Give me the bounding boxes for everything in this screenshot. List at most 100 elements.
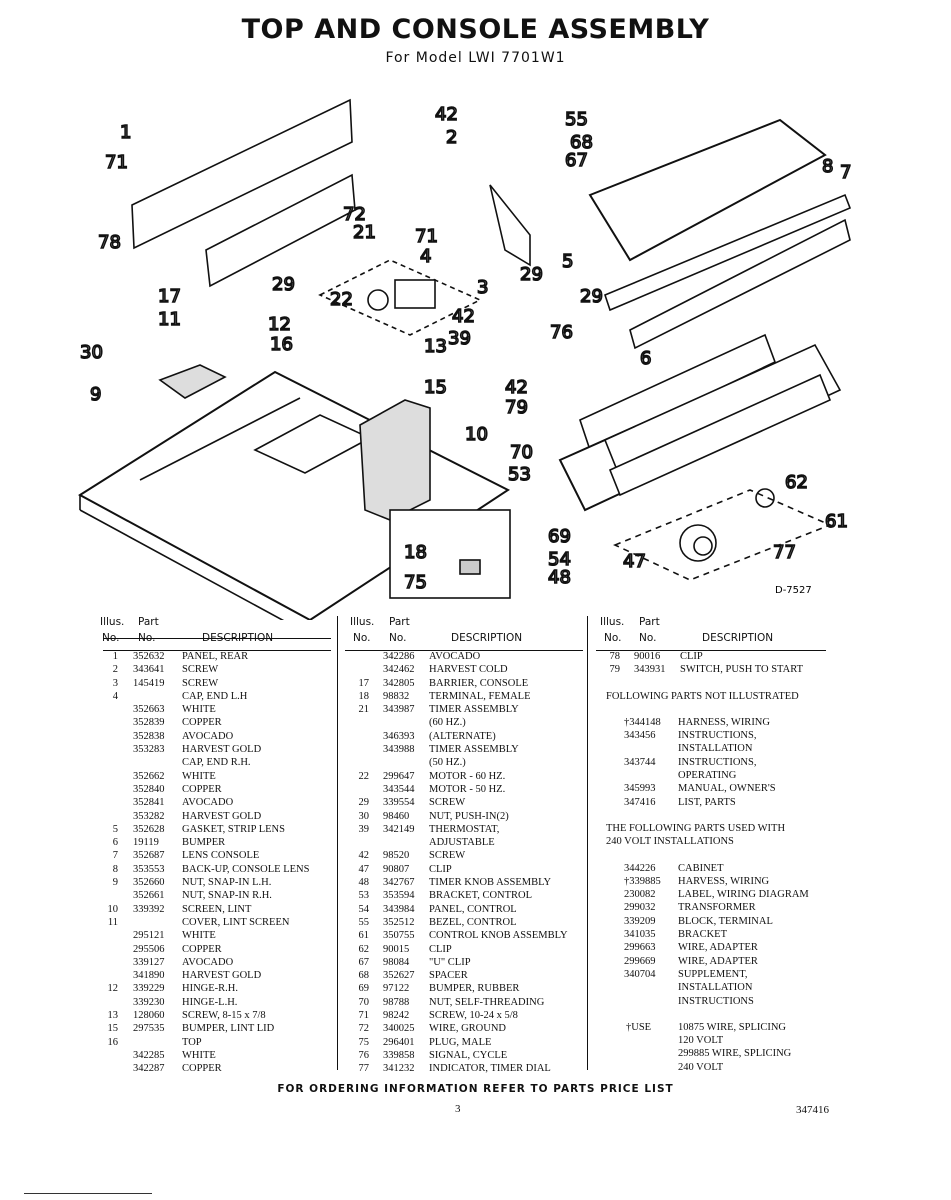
part-description: TIMER ASSEMBLY <box>429 744 519 756</box>
part-number: 353594 <box>383 890 415 902</box>
part-description: WHITE <box>182 1049 216 1061</box>
illus-number: 79 <box>609 664 621 676</box>
header-illus: Illus. <box>350 616 375 628</box>
part-description: BEZEL, CONTROL <box>429 916 517 928</box>
part-description: WHITE <box>182 930 216 942</box>
part-number: 299032 <box>624 902 656 914</box>
part-description: COVER, LINT SCREEN <box>182 916 290 928</box>
part-description: BUMPER <box>182 837 226 849</box>
svg-text:2: 2 <box>446 127 457 148</box>
part-description: INDICATOR, TIMER DIAL <box>429 1063 551 1075</box>
header-description: DESCRIPTION <box>451 632 523 644</box>
part-number: 352662 <box>133 770 165 782</box>
part-description: SCREW <box>182 677 219 689</box>
part-description: ADJUSTABLE <box>429 837 495 849</box>
part-description: "U" CLIP <box>429 956 471 968</box>
part-number: 339392 <box>133 903 165 915</box>
svg-text:72: 72 <box>343 204 366 225</box>
illus-number: 39 <box>358 823 370 835</box>
part-number: 128060 <box>133 1010 165 1022</box>
part-description: SCREW, 8-15 x 7/8 <box>182 1010 266 1022</box>
part-description: OPERATING <box>678 770 737 782</box>
illus-number: 71 <box>358 1010 370 1022</box>
part-description: (ALTERNATE) <box>429 730 496 742</box>
part-description: COPPER <box>182 783 222 795</box>
illus-number: 8 <box>112 863 118 875</box>
part-description: PANEL, CONTROL <box>429 903 517 915</box>
parts-row: 352662 WHITE <box>100 770 332 783</box>
part-description: NUT, PUSH-IN(2) <box>429 810 509 822</box>
illus-number: 22 <box>358 770 370 782</box>
part-description: HARVEST COLD <box>429 664 508 676</box>
part-description: MOTOR - 60 HZ. <box>429 770 506 782</box>
svg-text:42: 42 <box>452 306 475 327</box>
part-number: 352839 <box>133 717 165 729</box>
part-number: 352838 <box>133 730 165 742</box>
svg-text:15: 15 <box>424 377 447 398</box>
column-1-header-rule-2 <box>103 650 331 651</box>
part-description: AVOCADO <box>182 797 234 809</box>
header-illus: Illus. <box>600 616 625 628</box>
part-description: BLOCK, TERMINAL <box>678 915 773 927</box>
part-description: SUPPLEMENT, <box>678 968 748 980</box>
illus-number: 4 <box>112 690 118 702</box>
part-number: 345993 <box>624 783 656 795</box>
parts-row: CAP, END R.H. <box>100 756 332 769</box>
part-number: 90807 <box>383 863 410 875</box>
part-description: COPPER <box>182 1063 222 1075</box>
illus-number: 53 <box>358 890 370 902</box>
header-part: Part <box>138 616 159 628</box>
part-number: 296401 <box>383 1036 415 1048</box>
svg-text:4: 4 <box>420 246 431 267</box>
parts-row: (50 HZ.) <box>345 756 585 769</box>
part-number: 339209 <box>624 915 656 927</box>
part-number: 98520 <box>383 850 410 862</box>
part-number: 341232 <box>383 1063 415 1075</box>
part-description: HARNESS, WIRING <box>678 716 770 728</box>
svg-text:10: 10 <box>465 424 488 445</box>
diagram-code: D-7527 <box>775 585 812 596</box>
svg-text:67: 67 <box>565 150 588 171</box>
part-number: 340704 <box>624 968 656 980</box>
part-description: SWITCH, PUSH TO START <box>680 664 803 676</box>
svg-text:16: 16 <box>270 334 293 355</box>
illus-number: 77 <box>358 1063 370 1075</box>
illus-number: 9 <box>112 877 118 889</box>
illus-number: 78 <box>609 651 621 662</box>
illus-number: 54 <box>358 903 370 915</box>
illus-number: 76 <box>358 1049 370 1061</box>
part-description: CABINET <box>678 862 724 874</box>
part-description: WHITE <box>182 770 216 782</box>
not-illustrated-heading: FOLLOWING PARTS NOT ILLUSTRATED <box>606 690 799 702</box>
svg-text:30: 30 <box>80 342 103 363</box>
part-description: SCREW, 10-24 x 5/8 <box>429 1010 518 1022</box>
part-number: 295121 <box>133 930 165 942</box>
header-part-no: No. <box>639 632 657 644</box>
illus-number: 3 <box>112 677 118 689</box>
svg-text:7: 7 <box>840 162 851 183</box>
part-number: 352512 <box>383 916 415 928</box>
part-number: 339229 <box>133 983 165 995</box>
